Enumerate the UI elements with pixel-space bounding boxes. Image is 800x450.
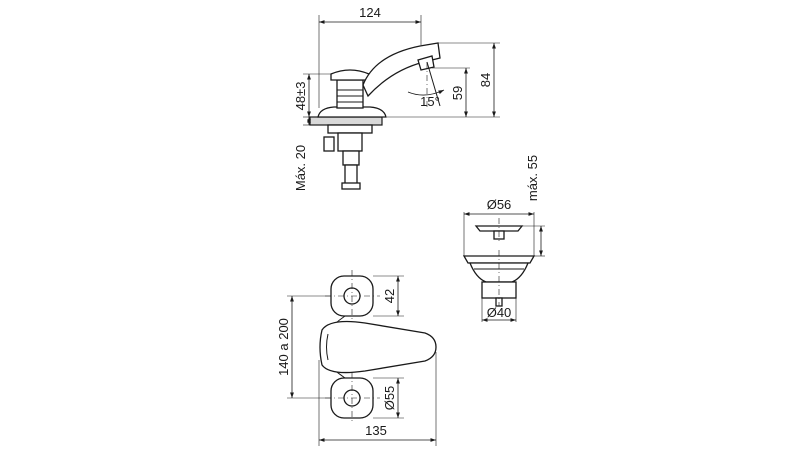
countertop-section [309,116,383,126]
dim-outlet-height: 59 [450,86,465,100]
dim-handle-spacing: 140 a 200 [276,318,291,376]
shank-nut [327,124,373,134]
handle-cap [330,69,370,81]
shank [337,132,363,152]
drain-view: Ø56 máx. 55 Ø40 [462,155,545,322]
dim-drain-diameter-bottom: Ø40 [487,305,512,320]
faucet-plan-view: 140 a 200 42 Ø55 135 [276,270,437,446]
aerator [417,55,435,71]
dim-max-depth: Máx. 20 [293,145,308,191]
dim-side-width: 124 [359,5,381,20]
dim-spout-height: 84 [478,73,493,87]
dim-rosette-width: 42 [382,289,397,303]
connector [342,150,360,166]
spout [362,42,441,98]
faucet-side-view: 124 84 59 15° 48±3 Máx. 20 [293,5,500,191]
spout-plan [319,320,437,374]
dim-angle: 15° [420,94,440,109]
base-rosette [317,106,387,118]
dim-drain-max-length: máx. 55 [525,155,540,201]
dim-base-height: 48±3 [293,82,308,111]
drain-flange [474,225,524,232]
dim-rosette-diameter: Ø55 [382,386,397,411]
dim-drain-diameter-top: Ø56 [487,197,512,212]
dim-plan-width: 135 [365,423,387,438]
valve-body [336,79,364,109]
